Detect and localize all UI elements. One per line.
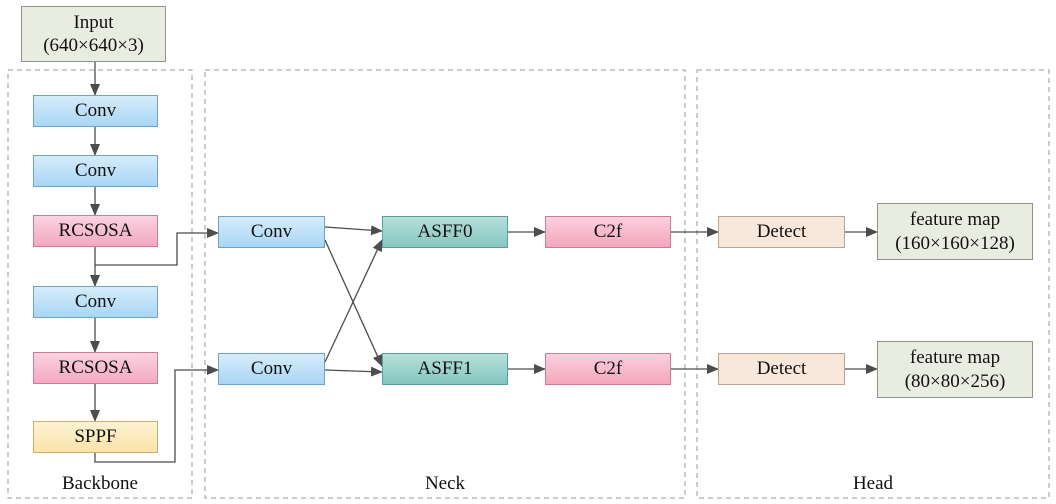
neck-conv-top: Conv bbox=[218, 216, 325, 248]
neck-c2f-top: C2f bbox=[545, 216, 671, 248]
neck-c2f-bottom: C2f bbox=[545, 353, 671, 385]
backbone-sppf: SPPF bbox=[33, 421, 158, 453]
head-detect-top: Detect bbox=[718, 216, 845, 248]
arrow-conv-bottom-to-asff0 bbox=[324, 239, 383, 363]
head-frame bbox=[696, 69, 1050, 499]
backbone-conv-2: Conv bbox=[33, 155, 158, 187]
head-section-label: Head bbox=[852, 473, 894, 494]
input-shape: (640×640×3) bbox=[43, 35, 144, 56]
arrow-conv-top-to-asff0 bbox=[324, 225, 383, 236]
output-bottom-label: feature map bbox=[909, 347, 1001, 369]
arrow-conv-top-to-asff1 bbox=[324, 239, 383, 367]
input-node: Input (640×640×3) bbox=[21, 6, 166, 62]
neck-asff0: ASFF0 bbox=[382, 216, 508, 248]
head-output-top: feature map (160×160×128) bbox=[877, 203, 1033, 260]
head-output-bottom: feature map (80×80×256) bbox=[877, 341, 1033, 398]
backbone-rcsosa-1: RCSOSA bbox=[33, 215, 158, 247]
arrow-conv-bottom-to-asff1 bbox=[324, 366, 383, 377]
output-top-label: feature map bbox=[909, 209, 1001, 231]
backbone-section-label: Backbone bbox=[62, 473, 138, 494]
backbone-conv-1: Conv bbox=[33, 95, 158, 127]
connector-sppf-to-neck-conv-bottom bbox=[94, 365, 219, 463]
output-bottom-shape: (80×80×256) bbox=[904, 370, 1006, 392]
backbone-frame bbox=[7, 69, 193, 499]
neck-section-label: Neck bbox=[424, 473, 466, 494]
neck-asff1: ASFF1 bbox=[382, 353, 508, 385]
backbone-conv-3: Conv bbox=[33, 286, 158, 318]
head-detect-bottom: Detect bbox=[718, 353, 845, 385]
connector-rcsosa1-to-neck-conv-top bbox=[95, 228, 219, 266]
neck-frame bbox=[204, 69, 686, 499]
neck-conv-bottom: Conv bbox=[218, 353, 325, 385]
output-top-shape: (160×160×128) bbox=[895, 232, 1015, 254]
backbone-rcsosa-2: RCSOSA bbox=[33, 352, 158, 384]
input-label: Input bbox=[73, 11, 114, 33]
